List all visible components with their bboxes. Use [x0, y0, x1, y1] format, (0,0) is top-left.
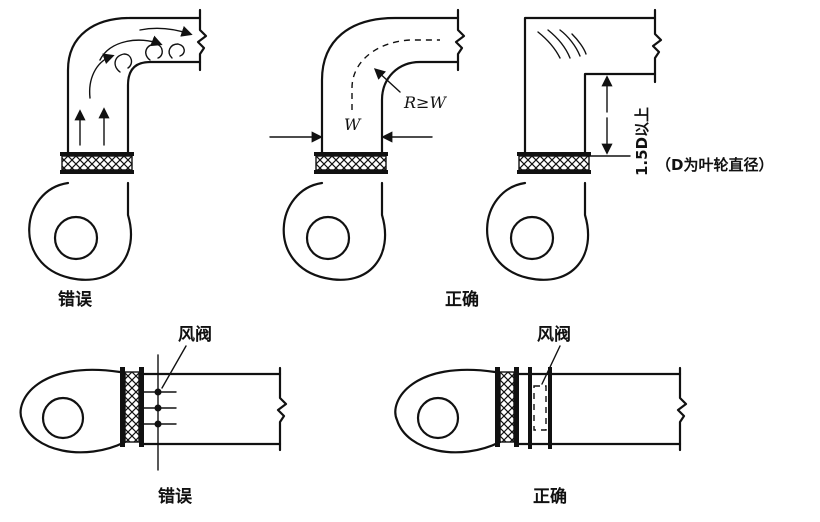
fan-flange: [120, 367, 125, 447]
flow-arrow: [99, 35, 163, 61]
bottom-right-caption: 正确: [533, 486, 567, 507]
bottom-left-wrong-valve: [19, 345, 288, 471]
fan-housing: [19, 368, 127, 454]
duct-break-line: [276, 366, 288, 452]
bottom-right-valve-label: 风阀: [537, 324, 571, 345]
flow-streak: [559, 29, 581, 57]
fan-housing: [486, 181, 590, 281]
valve-leader: [541, 345, 561, 385]
duct-outer-wall: [523, 16, 657, 154]
duct-inner-wall: [583, 72, 657, 154]
duct-flange: [514, 367, 519, 447]
fan-housing: [394, 368, 502, 454]
fan-inlet-circle: [53, 215, 99, 261]
duct-inner-wall: [380, 60, 460, 154]
duct-break-line: [676, 366, 688, 452]
duct-flange: [517, 152, 591, 156]
eddy-swirl: [114, 53, 133, 73]
flow-arrow: [139, 26, 193, 37]
flexible-connector: [499, 371, 515, 443]
fan-flange: [517, 170, 591, 174]
fan-flange: [495, 367, 500, 447]
fan-inlet-circle: [41, 396, 85, 440]
duct-outer-wall: [320, 16, 460, 154]
fan-housing: [28, 181, 133, 281]
width-label: W: [344, 115, 362, 134]
flexible-connector: [61, 155, 133, 171]
radius-leader: [373, 68, 401, 93]
bottom-left-valve-label: 风阀: [178, 324, 212, 345]
eddy-swirl: [145, 43, 163, 61]
radius-label: R≥W: [403, 93, 447, 112]
duct-break-line: [196, 8, 208, 72]
duct-flange: [60, 152, 134, 156]
duct-break-line: [454, 8, 466, 72]
top-right-correct-elbow: [486, 8, 663, 281]
duct-centerline: [351, 39, 440, 110]
flexible-connector: [518, 155, 590, 171]
duct-outer-wall: [66, 16, 202, 154]
fan-inlet-circle: [305, 215, 351, 261]
fan-inlet-circle: [416, 396, 460, 440]
valve-body: [533, 385, 547, 431]
flexible-connector: [124, 371, 140, 443]
top-middle-caption: 正确: [445, 289, 479, 310]
valve-flange: [528, 367, 532, 449]
top-left-caption: 错误: [58, 289, 93, 310]
flow-streak: [537, 31, 561, 59]
valve-pivot: [154, 388, 162, 396]
top-left-wrong-elbow: [28, 8, 208, 281]
duct-flange: [314, 152, 388, 156]
flow-streak: [547, 29, 571, 59]
flow-streak: [571, 33, 587, 55]
fan-housing: [282, 181, 387, 281]
valve-pivot: [154, 404, 162, 412]
valve-leader: [161, 345, 187, 389]
fan-flange: [314, 170, 388, 174]
valve-flange: [548, 367, 552, 449]
fan-inlet-circle: [509, 215, 555, 261]
eddy-swirl: [168, 43, 185, 59]
fan-flange: [60, 170, 134, 174]
duct-break-line: [651, 8, 663, 84]
duct-inner-wall: [126, 60, 202, 154]
bottom-right-correct-valve: [394, 345, 688, 454]
distance-label: 1.5D以上: [633, 107, 651, 176]
flow-arrow: [88, 53, 115, 99]
valve-pivot: [154, 420, 162, 428]
duct-flange: [139, 367, 144, 447]
top-middle-correct-elbow: [269, 8, 466, 281]
flexible-connector: [315, 155, 387, 171]
impeller-note: （D为叶轮直径）: [656, 156, 773, 174]
bottom-left-caption: 错误: [158, 486, 193, 507]
